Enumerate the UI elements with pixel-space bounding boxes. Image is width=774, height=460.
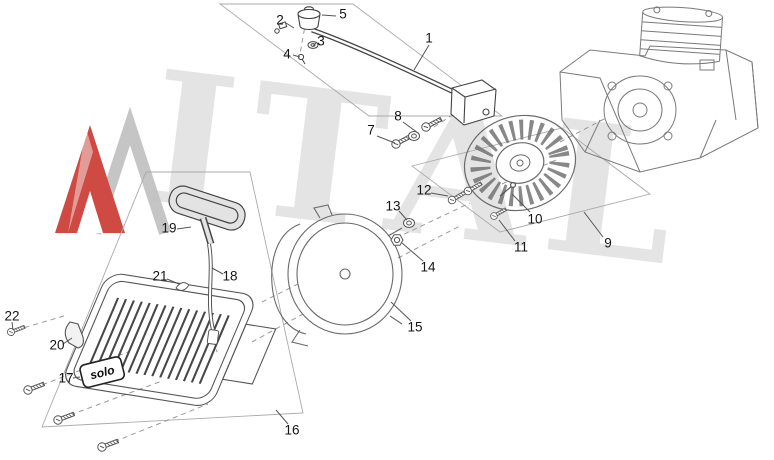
fasteners: [5, 114, 517, 453]
logo: [55, 106, 171, 235]
group-box-flywheel-hardware: [410, 127, 652, 233]
part-callout-20: 20: [49, 337, 65, 353]
part-callout-21: 21: [152, 268, 168, 284]
part-callout-17: 17: [58, 370, 74, 386]
part-callout-16: 16: [284, 422, 300, 438]
part-callout-19: 19: [161, 220, 177, 236]
part-callout-14: 14: [420, 259, 436, 275]
part-callout-8: 8: [394, 108, 402, 124]
part-callout-13: 13: [385, 198, 401, 214]
fan-housing-drawing: [271, 204, 403, 347]
part-callout-7: 7: [367, 122, 375, 138]
part-callout-10: 10: [527, 211, 543, 227]
rope-guide-clip: [175, 282, 190, 291]
part-callout-4: 4: [283, 46, 291, 62]
logo-highlight: [68, 128, 93, 233]
pin-10: [499, 182, 517, 197]
ignition-module: [450, 79, 497, 126]
part-callout-11: 11: [513, 239, 529, 255]
brand-plate-text: solo: [89, 363, 116, 383]
starter-cover-drawing: [65, 273, 277, 406]
part-callout-9: 9: [604, 235, 612, 251]
bracket-drawing: [64, 321, 84, 349]
part-callout-3: 3: [317, 33, 325, 49]
leader-lines: [11, 14, 604, 425]
part-callout-15: 15: [407, 319, 423, 335]
part-callout-18: 18: [222, 268, 238, 284]
starter-handle-drawing: [168, 185, 246, 345]
ignition-drawing: [274, 6, 497, 126]
engine-assembly-drawing: [559, 6, 759, 173]
part-callout-22: 22: [4, 308, 20, 324]
part-callout-12: 12: [416, 182, 432, 198]
group-box-ignition: [218, 3, 504, 117]
logo-red-triangle: [55, 125, 125, 233]
plug-cap: [297, 6, 321, 31]
part-callout-5: 5: [339, 6, 347, 22]
part-callout-1: 1: [425, 30, 433, 46]
brand-plate: solo: [79, 356, 126, 389]
part-callout-2: 2: [276, 12, 284, 28]
logo-white-notch: [77, 191, 103, 233]
